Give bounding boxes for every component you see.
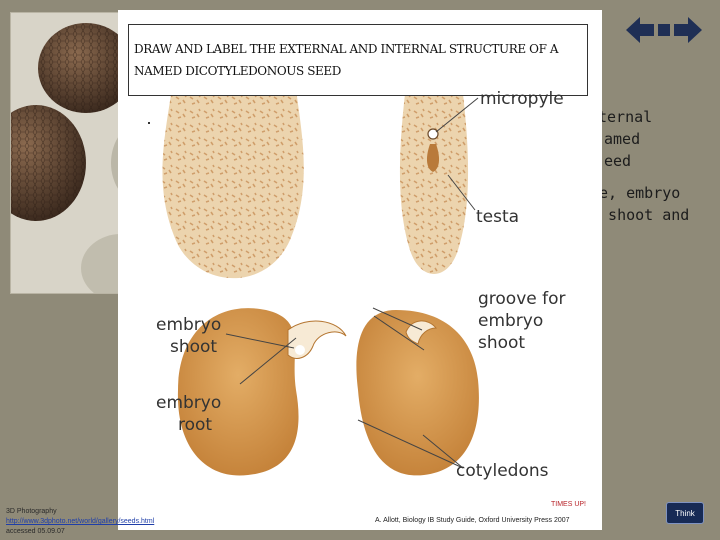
seed-external-front: [162, 70, 304, 279]
label-pointer-lines: [225, 97, 479, 469]
seed-diagram-panel: Draw and label the external and internal…: [118, 10, 602, 530]
label-embryo-shoot-line1: embryo: [156, 315, 222, 335]
label-micropyle: micropyle: [480, 89, 564, 109]
home-slide-square-icon[interactable]: [658, 24, 670, 36]
photo-credit-line: 3D Photography: [6, 508, 57, 515]
photo-credit-accessed: accessed 05.09.07: [6, 528, 65, 535]
background-text-line: eed: [604, 152, 632, 170]
source-citation: A. Allott, Biology IB Study Guide, Oxfor…: [375, 517, 570, 524]
title-box: [128, 24, 588, 96]
label-testa: testa: [476, 207, 520, 227]
hilum-scar: [426, 144, 440, 172]
bullet-dot: [148, 122, 150, 124]
photo-credit-link[interactable]: http://www.3dphoto.net/world/gallery/see…: [6, 518, 155, 525]
background-text-line: amed: [604, 130, 641, 148]
background-text-line: ternal: [598, 108, 653, 126]
background-text-line: o shoot and: [590, 206, 690, 224]
label-groove-line3: shoot: [478, 333, 526, 353]
micropyle-hole: [427, 128, 439, 140]
slide-navigation: [624, 14, 704, 46]
label-groove-line2: embryo: [478, 311, 544, 331]
seed-diagram: [162, 70, 479, 476]
label-groove-line1: groove for: [478, 289, 566, 309]
slide-title: Draw and label the external and internal…: [134, 42, 559, 78]
think-button[interactable]: Think: [666, 502, 704, 524]
previous-slide-arrow-icon[interactable]: [626, 17, 654, 43]
groove-drawing: [405, 320, 438, 345]
label-embryo-root-line2: root: [178, 415, 213, 435]
seed-photo-image: [11, 13, 161, 293]
label-embryo-shoot-line2: shoot: [170, 337, 218, 357]
label-embryo-root-line1: embryo: [156, 393, 222, 413]
background-text-line: le, embryo: [590, 184, 681, 202]
seed-internal-right: [356, 310, 479, 476]
seed-internal-left: [177, 308, 347, 476]
seed-external-side: [399, 70, 469, 274]
label-cotyledons: cotyledons: [456, 461, 549, 481]
next-slide-arrow-icon[interactable]: [674, 17, 702, 43]
times-up-text: TIMES UP!: [551, 501, 587, 508]
